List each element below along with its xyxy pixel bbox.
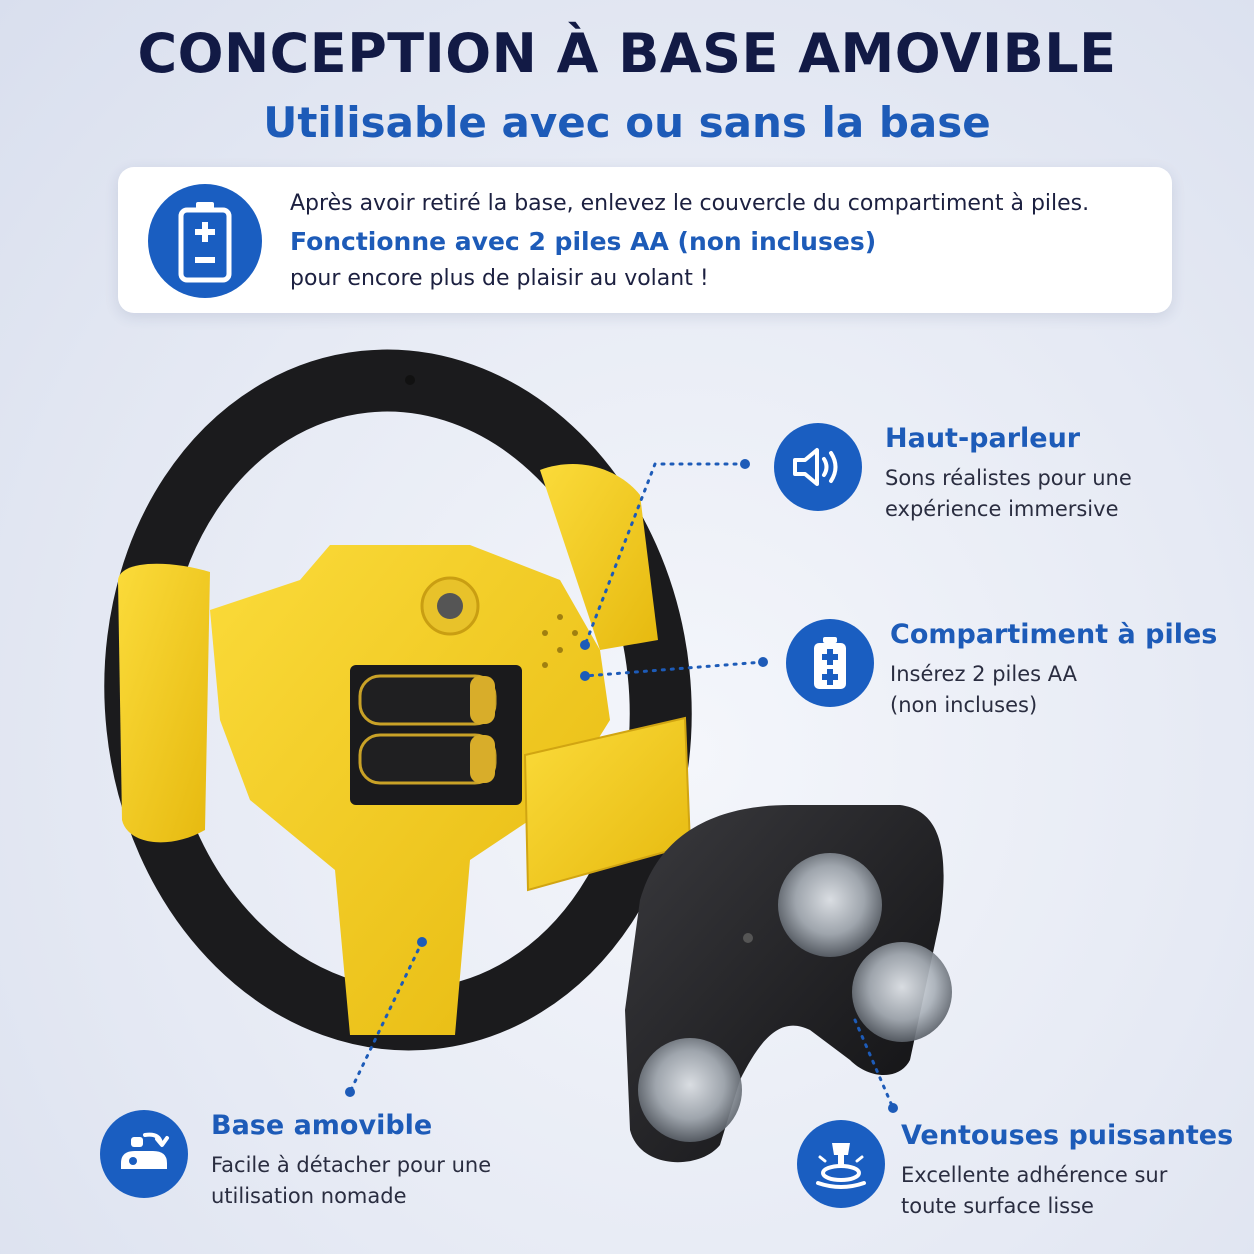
- detach-base-icon: [100, 1110, 188, 1198]
- page-title: CONCEPTION À BASE AMOVIBLE: [137, 22, 1117, 85]
- steering-wheel: [104, 349, 692, 1051]
- battery-compartment-icon: [786, 619, 874, 707]
- info-text-fun: pour encore plus de plaisir au volant !: [290, 266, 709, 291]
- removable-base: [625, 805, 952, 1163]
- speaker-description: Sons réalistes pour une expérience immer…: [885, 466, 1132, 521]
- suction-cup: [852, 942, 952, 1042]
- info-card: Après avoir retiré la base, enlevez le c…: [118, 167, 1172, 313]
- speaker-icon: [774, 423, 862, 511]
- suction-cups-description: Excellente adhérence sur toute surface l…: [901, 1163, 1168, 1218]
- info-text-instruction: Après avoir retiré la base, enlevez le c…: [290, 191, 1090, 216]
- battery-icon: [148, 184, 262, 298]
- info-text-battery: Fonctionne avec 2 piles AA (non incluses…: [290, 227, 877, 256]
- suction-cup: [638, 1038, 742, 1142]
- removable-base-description: Facile à détacher pour une utilisation n…: [211, 1153, 492, 1208]
- battery-compartment-description: Insérez 2 piles AA (non incluses): [890, 662, 1078, 717]
- callout-lines: [348, 462, 895, 1110]
- page-subtitle: Utilisable avec ou sans la base: [263, 98, 991, 147]
- speaker-title: Haut-parleur: [885, 423, 1081, 454]
- suction-cup: [778, 853, 882, 957]
- removable-base-title: Base amovible: [211, 1110, 433, 1141]
- suction-cup-icon: [797, 1120, 885, 1208]
- battery-compartment-title: Compartiment à piles: [890, 619, 1218, 650]
- callout-dots: [345, 459, 898, 1113]
- suction-cups-title: Ventouses puissantes: [901, 1120, 1234, 1151]
